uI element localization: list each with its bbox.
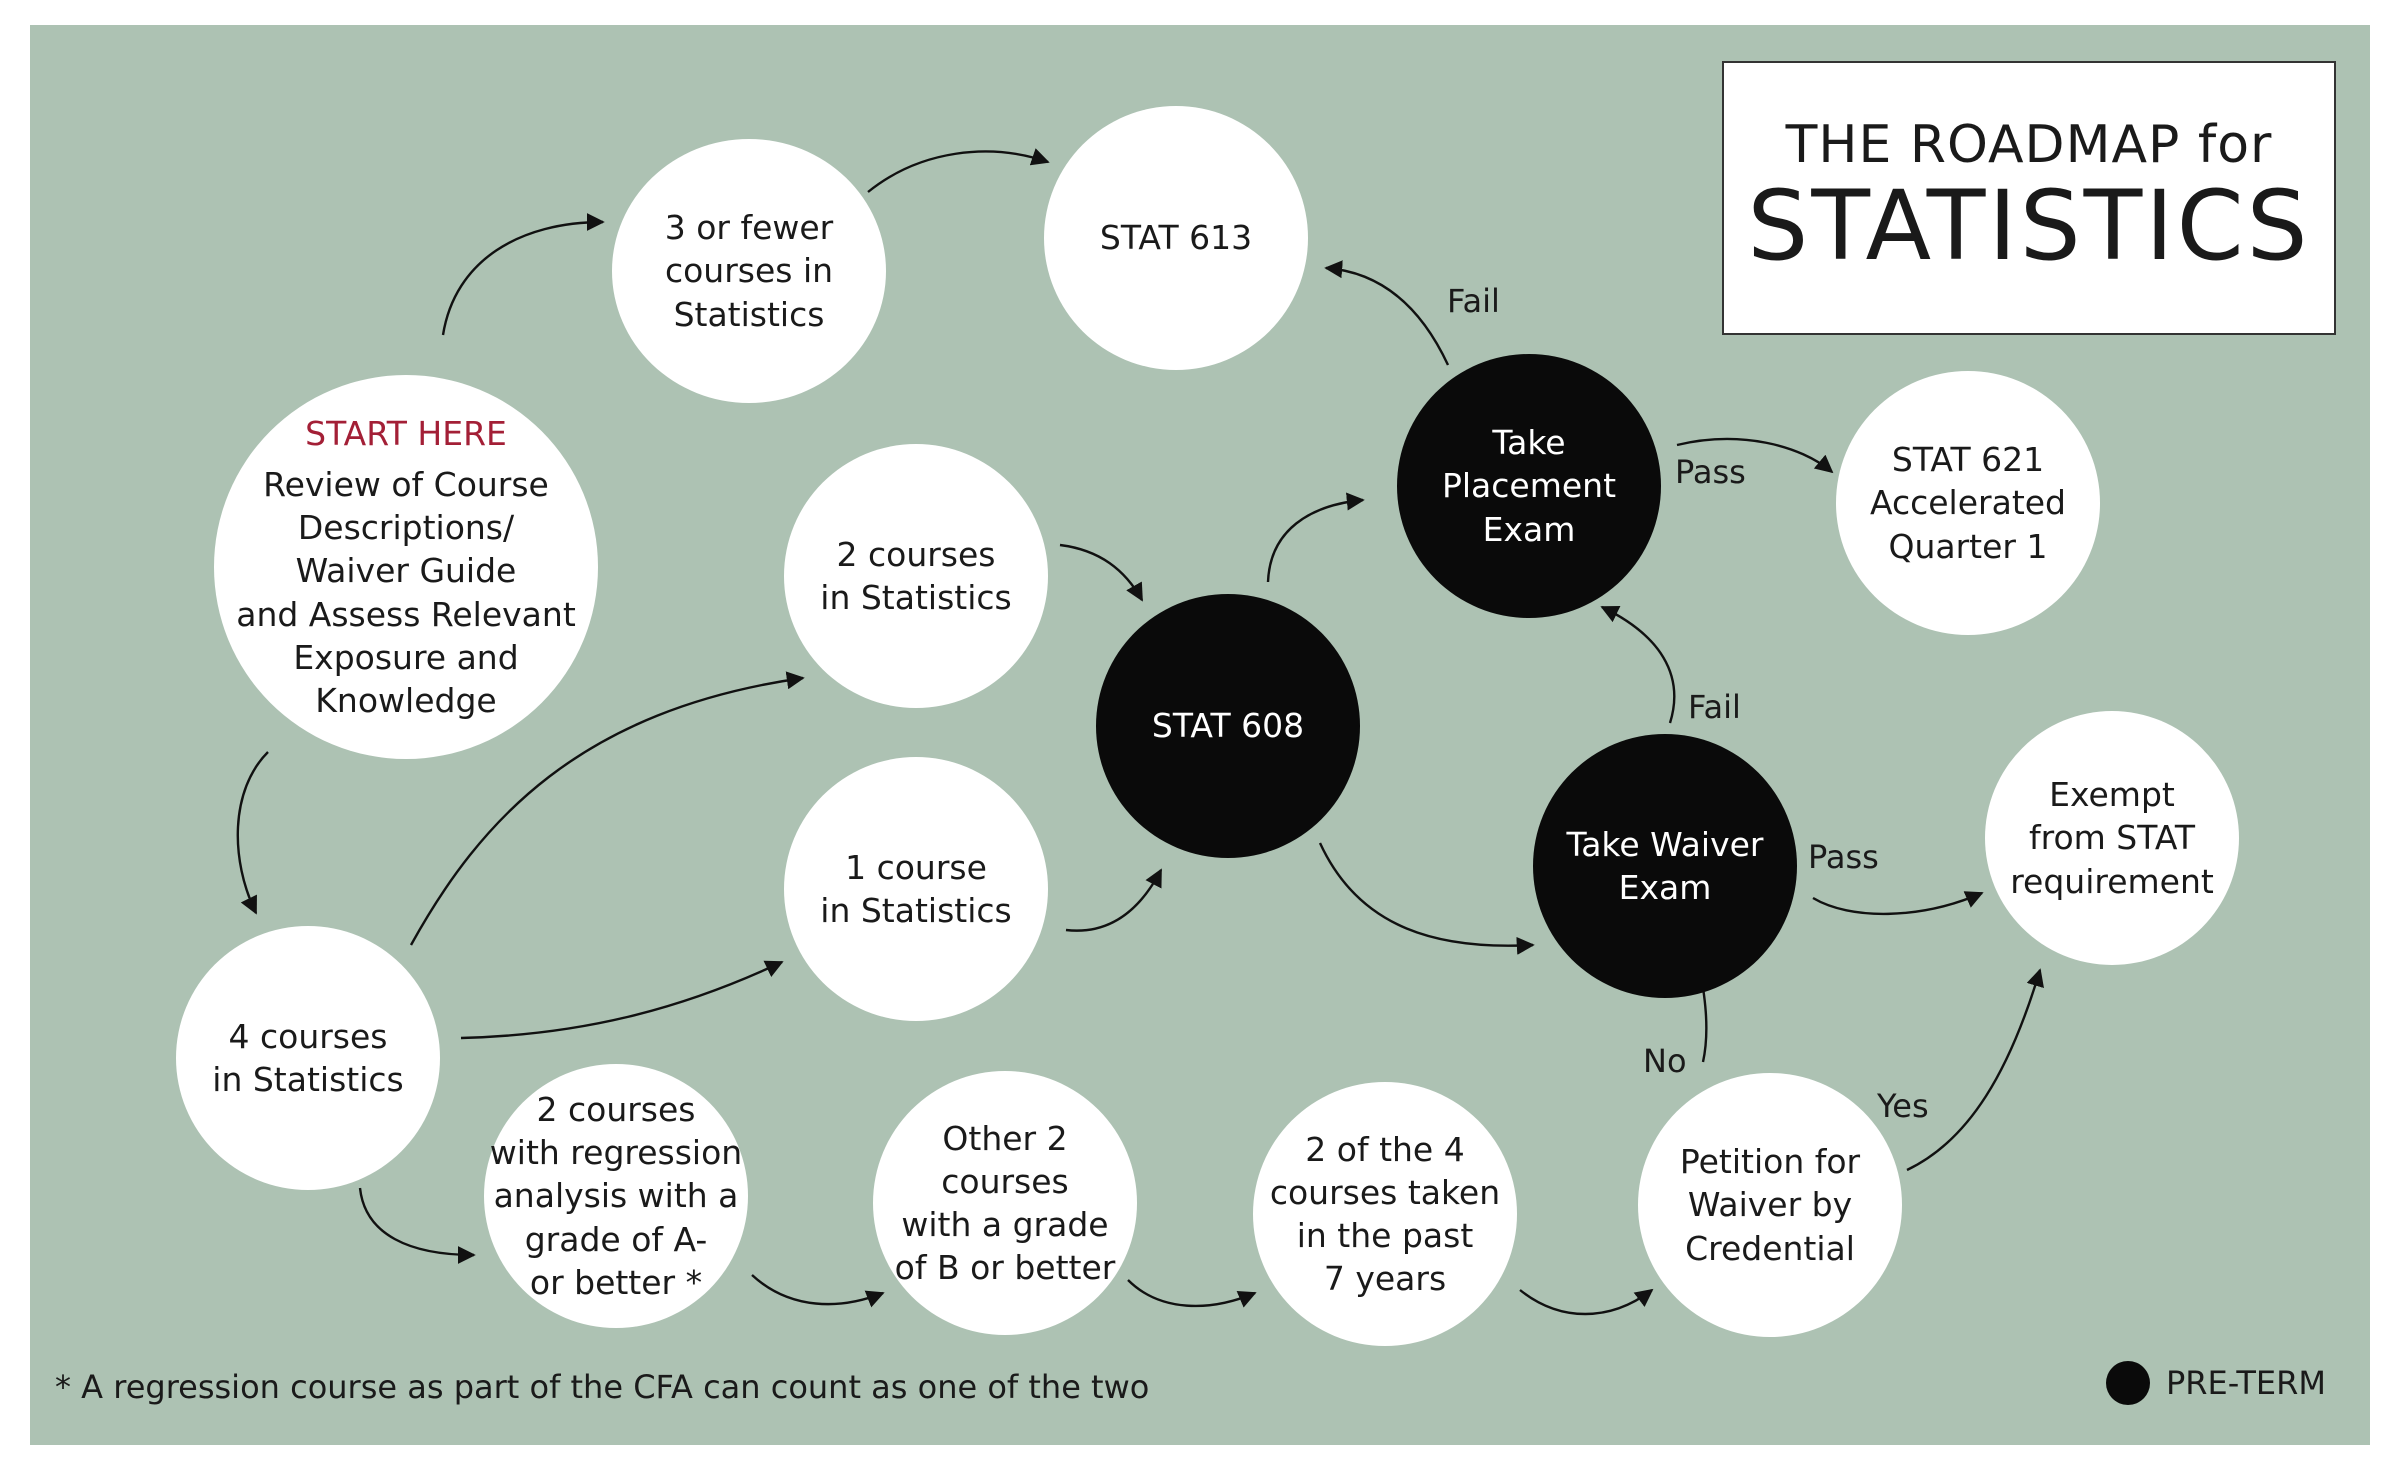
node-text-line: 4 courses: [228, 1016, 388, 1056]
node-text-line: Review of Course: [263, 464, 549, 504]
node-text-line: of B or better: [894, 1248, 1116, 1288]
arrow-four-courses-to-regression: [358, 1187, 476, 1264]
arrow-regression-to-other-two: [751, 1274, 885, 1308]
legend-label: PRE-TERM: [2166, 1364, 2326, 1402]
node-text-line: and Assess Relevant: [236, 594, 576, 634]
node-petition-for-waiver: Petition for Waiver by Credential: [1638, 1073, 1902, 1337]
edge-label-pass-to-stat621: Pass: [1675, 453, 1746, 491]
node-text-line: 1 course: [845, 847, 987, 887]
pre-term-dot-icon: [2106, 1361, 2150, 1405]
arrow-petition-to-exempt: [1906, 968, 2044, 1172]
arrow-two-courses-to-stat608: [1059, 543, 1144, 602]
arrow-placement-to-stat621: [1676, 437, 1834, 474]
node-start-here: START HERE Review of Course Descriptions…: [214, 375, 598, 759]
node-text-line: Quarter 1: [1888, 526, 2048, 566]
footnote: * A regression course as part of the CFA…: [55, 1368, 1150, 1406]
node-text-line: Credential: [1685, 1228, 1855, 1268]
edge-label-fail-to-stat613: Fail: [1447, 282, 1500, 320]
node-text-line: in Statistics: [820, 891, 1012, 930]
arrow-stat608-to-waiver-exam: [1318, 842, 1535, 955]
edge-label-yes: Yes: [1877, 1087, 1929, 1125]
arrow-four-courses-to-one-course: [460, 960, 784, 1040]
node-text-line: 2 of the 4: [1305, 1129, 1465, 1169]
node-text-line: Descriptions/: [297, 508, 515, 548]
arrow-stat608-to-placement: [1266, 492, 1365, 583]
node-text-line: Exam: [1482, 509, 1576, 549]
node-one-course: 1 course in Statistics: [784, 757, 1048, 1021]
node-text-line: with a grade: [901, 1205, 1109, 1244]
node-three-or-fewer-courses: 3 or fewer courses in Statistics: [612, 139, 886, 403]
node-stat-621: STAT 621 Accelerated Quarter 1: [1836, 371, 2100, 635]
node-text-line: or better *: [529, 1262, 703, 1302]
arrow-past-seven-to-petition: [1519, 1288, 1654, 1316]
node-text-line: courses in: [664, 251, 834, 291]
node-text-line: STAT 621: [1891, 440, 2045, 480]
node-regression-courses: 2 courses with regression analysis with …: [484, 1064, 748, 1328]
node-text-line: Petition for: [1679, 1142, 1861, 1182]
arrow-start-to-three-or-fewer: [441, 213, 605, 336]
arrow-four-courses-to-two-courses: [409, 671, 805, 946]
node-take-waiver-exam: Take Waiver Exam: [1533, 734, 1797, 998]
start-here-label: START HERE: [305, 413, 507, 453]
node-text-line: 2 courses: [836, 534, 996, 574]
node-text-line: 3 or fewer: [664, 208, 834, 248]
edge-label-pass-to-exempt: Pass: [1808, 838, 1879, 876]
arrow-waiver-exam-to-placement: [1600, 605, 1676, 724]
node-text-line: in the past: [1296, 1216, 1474, 1255]
title-box: THE ROADMAP for STATISTICS: [1722, 61, 2336, 335]
node-exempt: Exempt from STAT requirement: [1985, 711, 2239, 965]
node-text-line: STAT 613: [1099, 218, 1253, 258]
arrow-other-two-to-past-seven: [1127, 1279, 1257, 1308]
edge-label-fail-to-placement: Fail: [1688, 688, 1741, 726]
node-text-line: Exam: [1618, 868, 1712, 907]
arrow-one-course-to-stat608: [1065, 868, 1163, 932]
node-text-line: with regression: [489, 1133, 743, 1173]
node-text-line: Knowledge: [315, 681, 497, 721]
node-text-line: from STAT: [2029, 818, 2195, 858]
node-text-line: Take Waiver: [1566, 824, 1764, 864]
node-past-seven-years: 2 of the 4 courses taken in the past 7 y…: [1253, 1082, 1517, 1346]
node-text-line: courses: [941, 1161, 1069, 1201]
node-text-line: Take: [1492, 423, 1566, 463]
node-text-line: grade of A-: [524, 1219, 708, 1259]
node-text-line: Other 2: [942, 1118, 1068, 1158]
arrow-placement-to-stat613: [1324, 260, 1450, 366]
node-text-line: STAT 608: [1151, 706, 1305, 746]
node-text-line: Placement: [1441, 466, 1617, 506]
node-other-two-courses: Other 2 courses with a grade of B or bet…: [873, 1071, 1137, 1335]
node-text-line: Statistics: [673, 294, 825, 334]
node-text-line: requirement: [2010, 861, 2214, 901]
arrow-three-or-fewer-to-stat613: [867, 148, 1050, 193]
node-stat-613: STAT 613: [1044, 106, 1308, 370]
node-text-line: Exposure and: [293, 637, 519, 677]
node-two-courses: 2 courses in Statistics: [784, 444, 1048, 708]
title-line-2: STATISTICS: [1747, 169, 2311, 282]
node-text-line: Accelerated: [1869, 483, 2067, 523]
legend: PRE-TERM: [2106, 1361, 2326, 1405]
node-text-line: 2 courses: [536, 1089, 696, 1129]
edge-label-no: No: [1643, 1042, 1687, 1080]
node-take-placement-exam: Take Placement Exam: [1397, 354, 1661, 618]
node-four-courses: 4 courses in Statistics: [176, 926, 440, 1190]
node-text-line: Waiver Guide: [295, 551, 517, 591]
title-line-1: THE ROADMAP for: [1785, 114, 2273, 175]
node-text-line: in Statistics: [820, 578, 1012, 617]
arrow-start-to-four-courses: [236, 751, 269, 915]
node-text-line: Waiver by: [1687, 1185, 1853, 1225]
arrow-waiver-exam-to-exempt: [1812, 891, 1984, 916]
node-text-line: Exempt: [2049, 775, 2175, 815]
node-stat-608: STAT 608: [1096, 594, 1360, 858]
node-text-line: courses taken: [1269, 1172, 1501, 1212]
node-text-line: in Statistics: [212, 1060, 404, 1099]
node-text-line: analysis with a: [493, 1176, 739, 1216]
node-text-line: 7 years: [1323, 1259, 1447, 1299]
